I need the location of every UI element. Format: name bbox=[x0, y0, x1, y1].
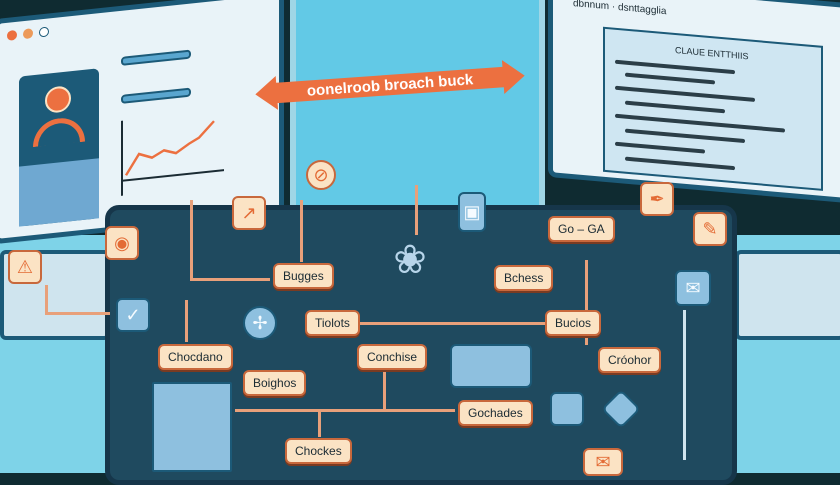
code-line bbox=[625, 156, 735, 171]
input-bar[interactable] bbox=[121, 87, 191, 104]
connector bbox=[235, 409, 455, 412]
code-line bbox=[615, 85, 755, 102]
node-chocdano[interactable]: Chocdano bbox=[158, 344, 233, 370]
editor-header: CLAUE ENTTHIIS bbox=[675, 44, 749, 62]
phone-icon[interactable]: ▣ bbox=[458, 192, 486, 232]
warning-icon[interactable]: ⚠ bbox=[8, 250, 42, 284]
left-monitor-window bbox=[0, 0, 284, 245]
window-dot-icon[interactable] bbox=[39, 26, 49, 38]
node-chockes[interactable]: Chockes bbox=[285, 438, 352, 464]
node-gochades[interactable]: Gochades bbox=[458, 400, 533, 426]
avatar-body-icon bbox=[33, 115, 85, 148]
envelope-icon[interactable]: ✉ bbox=[675, 270, 711, 306]
node-go-ga[interactable]: Go – GA bbox=[548, 216, 615, 242]
profile-card bbox=[19, 68, 99, 227]
right-monitor-stand bbox=[735, 250, 840, 340]
connector bbox=[383, 370, 386, 410]
connector bbox=[585, 260, 588, 345]
connector bbox=[45, 285, 48, 315]
node-conchise[interactable]: Conchise bbox=[357, 344, 428, 370]
tablet-icon[interactable] bbox=[550, 392, 584, 426]
code-line bbox=[625, 72, 715, 85]
fan-icon[interactable]: ✢ bbox=[243, 306, 277, 340]
code-line bbox=[615, 59, 735, 75]
chart-icon[interactable]: ↗ bbox=[232, 196, 266, 230]
checkbox-icon[interactable]: ✓ bbox=[116, 298, 150, 332]
input-bar[interactable] bbox=[121, 49, 191, 66]
target-icon[interactable]: ◉ bbox=[105, 226, 139, 260]
node-croohor[interactable]: Cróohor bbox=[598, 347, 662, 373]
node-bchess[interactable]: Bchess bbox=[494, 265, 554, 291]
connector bbox=[683, 310, 686, 460]
line-chart-icon bbox=[121, 120, 224, 196]
right-monitor-window: dbnnum · dsnttagglia CLAUE ENTTHIIS bbox=[548, 0, 840, 204]
code-line bbox=[615, 141, 705, 154]
connector bbox=[190, 278, 270, 281]
connector bbox=[45, 312, 110, 315]
connector bbox=[318, 409, 321, 437]
node-tiolots[interactable]: Tiolots bbox=[305, 310, 360, 336]
mail-icon[interactable]: ✉ bbox=[583, 448, 623, 476]
document-icon[interactable] bbox=[152, 382, 232, 472]
profile-details bbox=[19, 158, 99, 227]
no-entry-icon[interactable]: ⊘ bbox=[306, 160, 336, 190]
code-editor[interactable]: CLAUE ENTTHIIS bbox=[603, 26, 823, 191]
connector bbox=[190, 200, 193, 280]
window-dot-icon[interactable] bbox=[23, 28, 33, 40]
butterfly-icon: ❀ bbox=[393, 238, 427, 282]
connector bbox=[185, 300, 188, 342]
connector bbox=[300, 200, 303, 262]
code-line bbox=[625, 128, 745, 144]
window-title: dbnnum · dsnttagglia bbox=[573, 0, 667, 18]
edit-icon[interactable]: ✎ bbox=[693, 212, 727, 246]
pen-icon[interactable]: ✒ bbox=[640, 182, 674, 216]
node-bucios[interactable]: Bucios bbox=[545, 310, 602, 336]
node-boighos[interactable]: Boighos bbox=[243, 370, 307, 396]
connector bbox=[415, 185, 418, 235]
avatar-icon bbox=[45, 85, 71, 114]
chat-bubble-icon[interactable] bbox=[450, 344, 532, 388]
code-line bbox=[625, 100, 725, 114]
connector bbox=[345, 322, 545, 325]
node-bugges[interactable]: Bugges bbox=[273, 263, 334, 289]
window-dot-icon[interactable] bbox=[7, 29, 17, 41]
